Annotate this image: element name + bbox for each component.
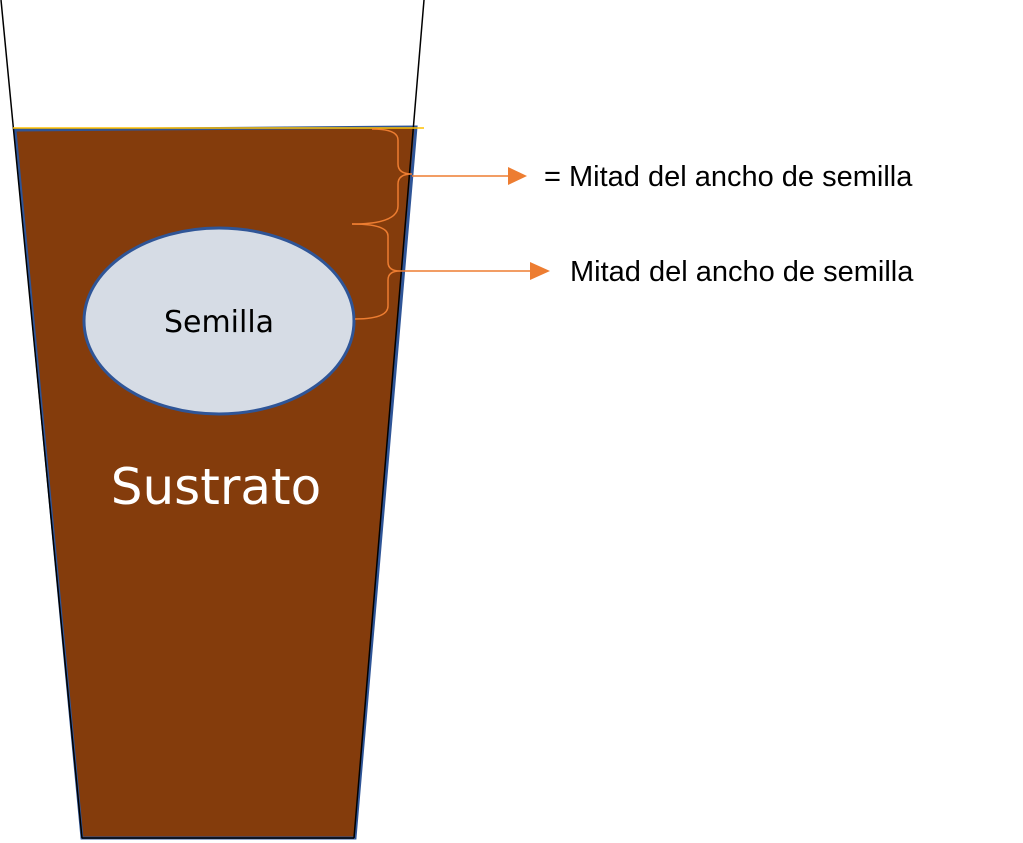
annotation-1: = Mitad del ancho de semilla xyxy=(544,161,913,193)
substrate-label: Sustrato xyxy=(111,458,321,516)
arrow-2-head xyxy=(530,262,550,280)
cup-wall-left xyxy=(0,0,83,839)
cup-wall-right xyxy=(353,0,425,839)
seed-label: Semilla xyxy=(164,305,274,340)
seed-ellipse xyxy=(82,226,356,416)
annotation-2: Mitad del ancho de semilla xyxy=(570,256,914,288)
arrow-1-head xyxy=(508,167,527,185)
brace-top xyxy=(351,128,413,225)
